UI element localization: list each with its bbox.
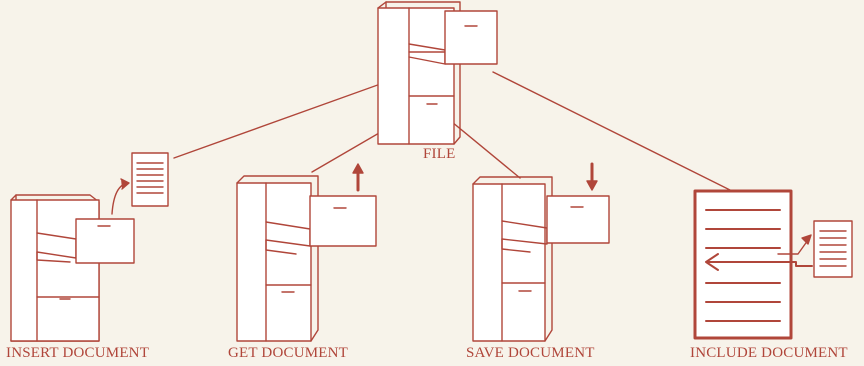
save-document-icon	[472, 162, 610, 342]
small-document-icon	[813, 220, 853, 278]
left-arrow-icon	[707, 261, 813, 267]
right-arrow-icon	[777, 239, 809, 255]
connector-file-to-include	[492, 71, 731, 191]
include-document-icon	[693, 189, 853, 340]
file-label: FILE	[423, 146, 456, 162]
paper-document-icon	[131, 152, 169, 207]
insert-document-label: INSERT DOCUMENT	[6, 345, 150, 361]
get-document-label: GET DOCUMENT	[228, 345, 349, 361]
include-document-label: INCLUDE DOCUMENT	[690, 345, 848, 361]
connector-file-to-save	[451, 121, 521, 179]
insert-document-icon	[10, 152, 169, 342]
insert-arrow-icon	[111, 182, 129, 215]
get-document-icon	[236, 163, 377, 342]
file-cabinet-icon	[377, 1, 498, 145]
connector-file-to-insert	[173, 81, 387, 159]
save-document-label: SAVE DOCUMENT	[466, 345, 595, 361]
